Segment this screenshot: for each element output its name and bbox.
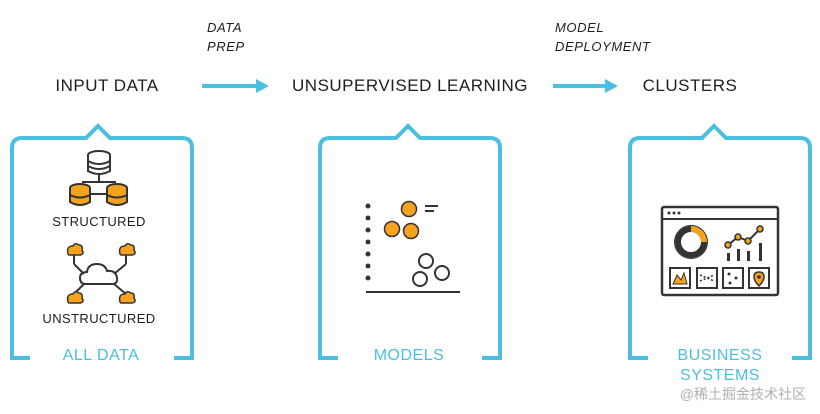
database-network-icon — [69, 150, 128, 206]
watermark: @稀土掘金技术社区 — [679, 386, 806, 402]
models-bracket — [318, 123, 502, 360]
input-data-bracket — [10, 123, 194, 360]
business-systems-bracket — [628, 123, 812, 360]
box-label-models: MODELS — [362, 346, 456, 366]
stage-title-clusters: CLUSTERS — [642, 76, 738, 95]
dashboard-icon — [660, 205, 780, 297]
arrow-right-icon — [553, 79, 618, 93]
box-label-all-data: ALL DATA — [48, 346, 154, 366]
stage-title-unsupervised-learning: UNSUPERVISED LEARNING — [292, 76, 528, 95]
arrow-right-icon — [202, 79, 269, 93]
unstructured-label: UNSTRUCTURED — [42, 311, 156, 326]
box-label-business-systems: BUSINESS SYSTEMS — [668, 346, 772, 386]
scatter-plot-icon — [365, 200, 460, 293]
cloud-network-icon — [66, 242, 136, 304]
stage-title-input-data: INPUT DATA — [55, 76, 159, 95]
structured-label: STRUCTURED — [52, 214, 146, 229]
